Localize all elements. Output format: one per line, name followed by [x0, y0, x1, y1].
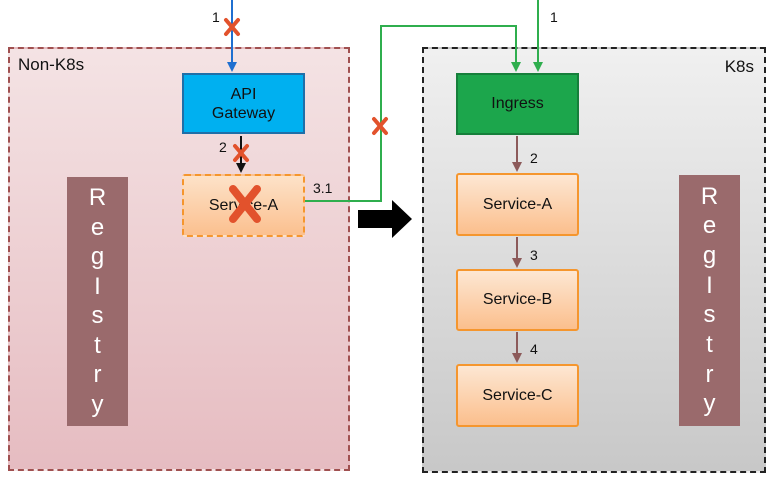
non-k8s-registry-letter: s — [91, 302, 104, 330]
non-k8s-registry-letter: r — [93, 361, 102, 389]
x-mark-icon — [224, 18, 240, 36]
x-mark-icon — [233, 144, 249, 162]
non-k8s-registry-letter: t — [94, 331, 101, 359]
k8s-service-c-node: Service-C — [456, 364, 579, 427]
non-k8s-registry-letter: y — [91, 390, 104, 418]
k8s-service-c-label: Service-C — [482, 386, 553, 404]
edge-label-svc-to-k8s: 3.1 — [313, 180, 333, 196]
k8s-registry-letter: t — [706, 330, 713, 358]
x-mark-icon — [372, 117, 388, 135]
edge-label-a-to-b: 3 — [530, 247, 538, 263]
k8s-registry-letter: y — [703, 390, 716, 418]
edge-label-left-in: 1 — [212, 9, 220, 25]
api-gateway-label: API Gateway — [211, 85, 276, 122]
ingress-node: Ingress — [456, 73, 579, 135]
large-x-mark-icon — [229, 185, 261, 223]
k8s-registry-letter: I — [706, 271, 713, 299]
non-k8s-registry-letter: e — [90, 213, 105, 241]
k8s-service-a-label: Service-A — [482, 195, 553, 213]
k8s-title: K8s — [724, 57, 754, 76]
k8s-registry-letter: s — [703, 301, 716, 329]
k8s-registry-letter: e — [702, 212, 717, 240]
k8s-service-b-node: Service-B — [456, 269, 579, 331]
migration-arrow-icon — [358, 200, 412, 238]
api-gateway-node: API Gateway — [182, 73, 305, 134]
ingress-label: Ingress — [491, 95, 544, 112]
edge-label-ing-to-a: 2 — [530, 150, 538, 166]
non-k8s-registry-letter: g — [90, 243, 105, 271]
non-k8s-title: Non-K8s — [18, 55, 85, 74]
k8s-service-a-node: Service-A — [456, 173, 579, 236]
non-k8s-registry-letter: I — [94, 272, 101, 300]
service-a-to-ingress-edge — [305, 25, 521, 202]
non-k8s-registry-letter: R — [88, 184, 107, 212]
k8s-registry-letter: r — [705, 360, 714, 388]
edge-label-gw-to-svc: 2 — [219, 139, 227, 155]
edge-label-right-in: 1 — [550, 9, 558, 25]
k8s-registry-letter: R — [700, 182, 719, 210]
edge-label-b-to-c: 4 — [530, 341, 538, 357]
k8s-service-b-label: Service-B — [482, 291, 553, 308]
k8s-registry-letter: g — [702, 241, 717, 269]
